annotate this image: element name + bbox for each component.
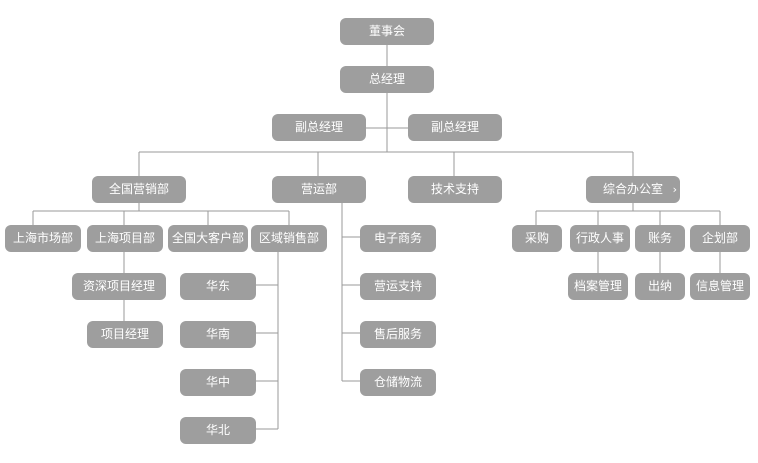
- node-hr-admin: 行政人事: [570, 225, 630, 252]
- node-vice-gm-right: 副总经理: [408, 114, 502, 141]
- node-general-office: 综合办公室 ›: [586, 176, 680, 203]
- node-logistics: 仓储物流: [360, 369, 436, 396]
- node-archives: 档案管理: [568, 273, 628, 300]
- node-region-east: 华东: [180, 273, 256, 300]
- node-cashier: 出纳: [635, 273, 685, 300]
- chevron-right-icon: ›: [672, 183, 677, 196]
- node-vice-gm-left: 副总经理: [272, 114, 366, 141]
- node-senior-pm: 资深项目经理: [72, 273, 166, 300]
- node-accounts: 账务: [635, 225, 685, 252]
- node-planning: 企划部: [690, 225, 750, 252]
- node-region-central: 华中: [180, 369, 256, 396]
- node-info-mgmt: 信息管理: [690, 273, 750, 300]
- node-pm: 项目经理: [87, 321, 163, 348]
- node-after-sales: 售后服务: [360, 321, 436, 348]
- node-ecommerce: 电子商务: [360, 225, 436, 252]
- node-region-north: 华北: [180, 417, 256, 444]
- node-shanghai-market: 上海市场部: [5, 225, 81, 252]
- node-operations: 营运部: [272, 176, 366, 203]
- node-shanghai-project: 上海项目部: [87, 225, 163, 252]
- node-region-south: 华南: [180, 321, 256, 348]
- node-purchasing: 采购: [512, 225, 562, 252]
- node-regional-sales: 区域销售部: [251, 225, 327, 252]
- node-ops-support: 营运支持: [360, 273, 436, 300]
- node-national-sales: 全国营销部: [92, 176, 186, 203]
- node-board: 董事会: [340, 18, 434, 45]
- node-key-accounts: 全国大客户部: [168, 225, 248, 252]
- node-general-manager: 总经理: [340, 66, 434, 93]
- node-tech-support: 技术支持: [408, 176, 502, 203]
- general-office-label: 综合办公室: [602, 182, 663, 196]
